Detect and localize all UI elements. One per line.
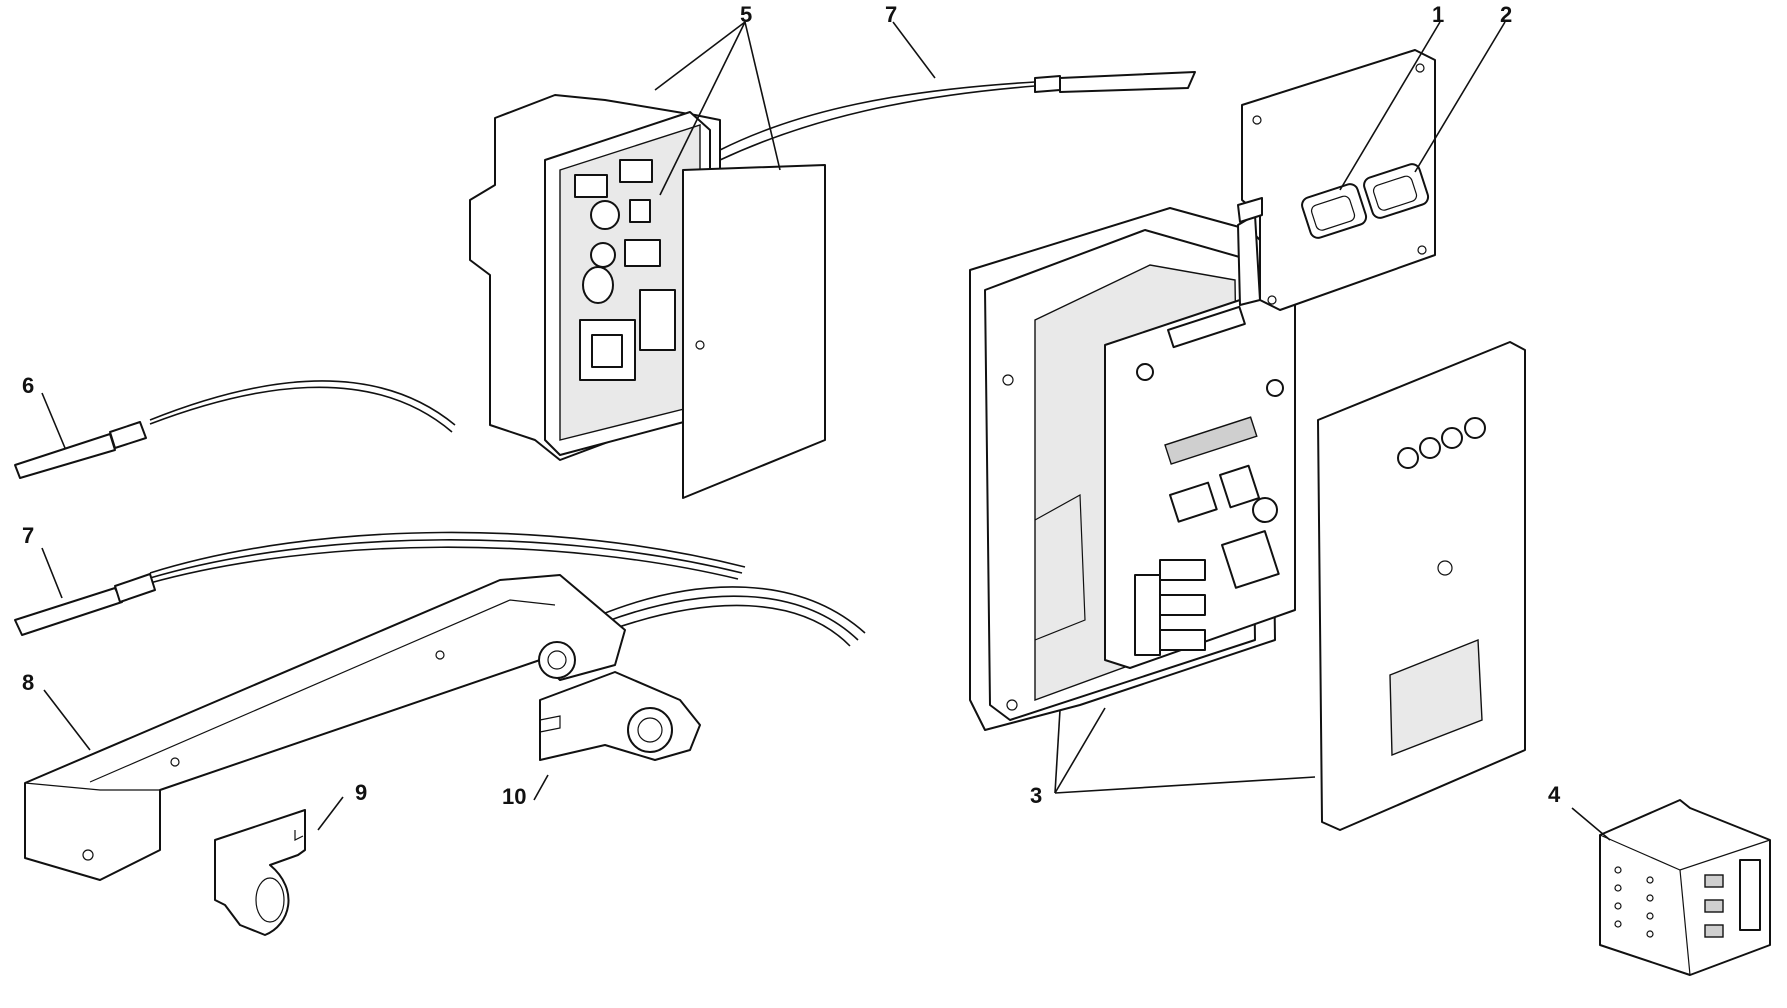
callout-labels: 5 7 1 2 6 7 8 9 10 3 4 <box>22 2 1561 809</box>
callout-2: 2 <box>1500 2 1512 27</box>
callout-1: 1 <box>1432 2 1444 27</box>
callout-5: 5 <box>740 2 752 27</box>
part-6-sensor-probe <box>14 380 456 479</box>
part-8-bracket <box>24 574 866 881</box>
part-4-terminal-block <box>1599 799 1771 976</box>
part-7-sensor-lead <box>14 531 746 636</box>
part-5-control-box <box>469 71 1196 499</box>
callout-9: 9 <box>355 780 367 805</box>
part-3-housing-assembly <box>969 207 1526 831</box>
callout-6: 6 <box>22 373 34 398</box>
part-9-clip <box>214 809 306 936</box>
part-10-clip <box>539 671 701 761</box>
callout-7-left: 7 <box>22 523 34 548</box>
part-1-2-connector-plate <box>1237 49 1436 311</box>
callout-10: 10 <box>502 784 526 809</box>
callout-3: 3 <box>1030 783 1042 808</box>
callout-7-top: 7 <box>885 2 897 27</box>
leader-lines <box>41 21 1611 841</box>
callout-8: 8 <box>22 670 34 695</box>
callout-4: 4 <box>1548 782 1561 807</box>
